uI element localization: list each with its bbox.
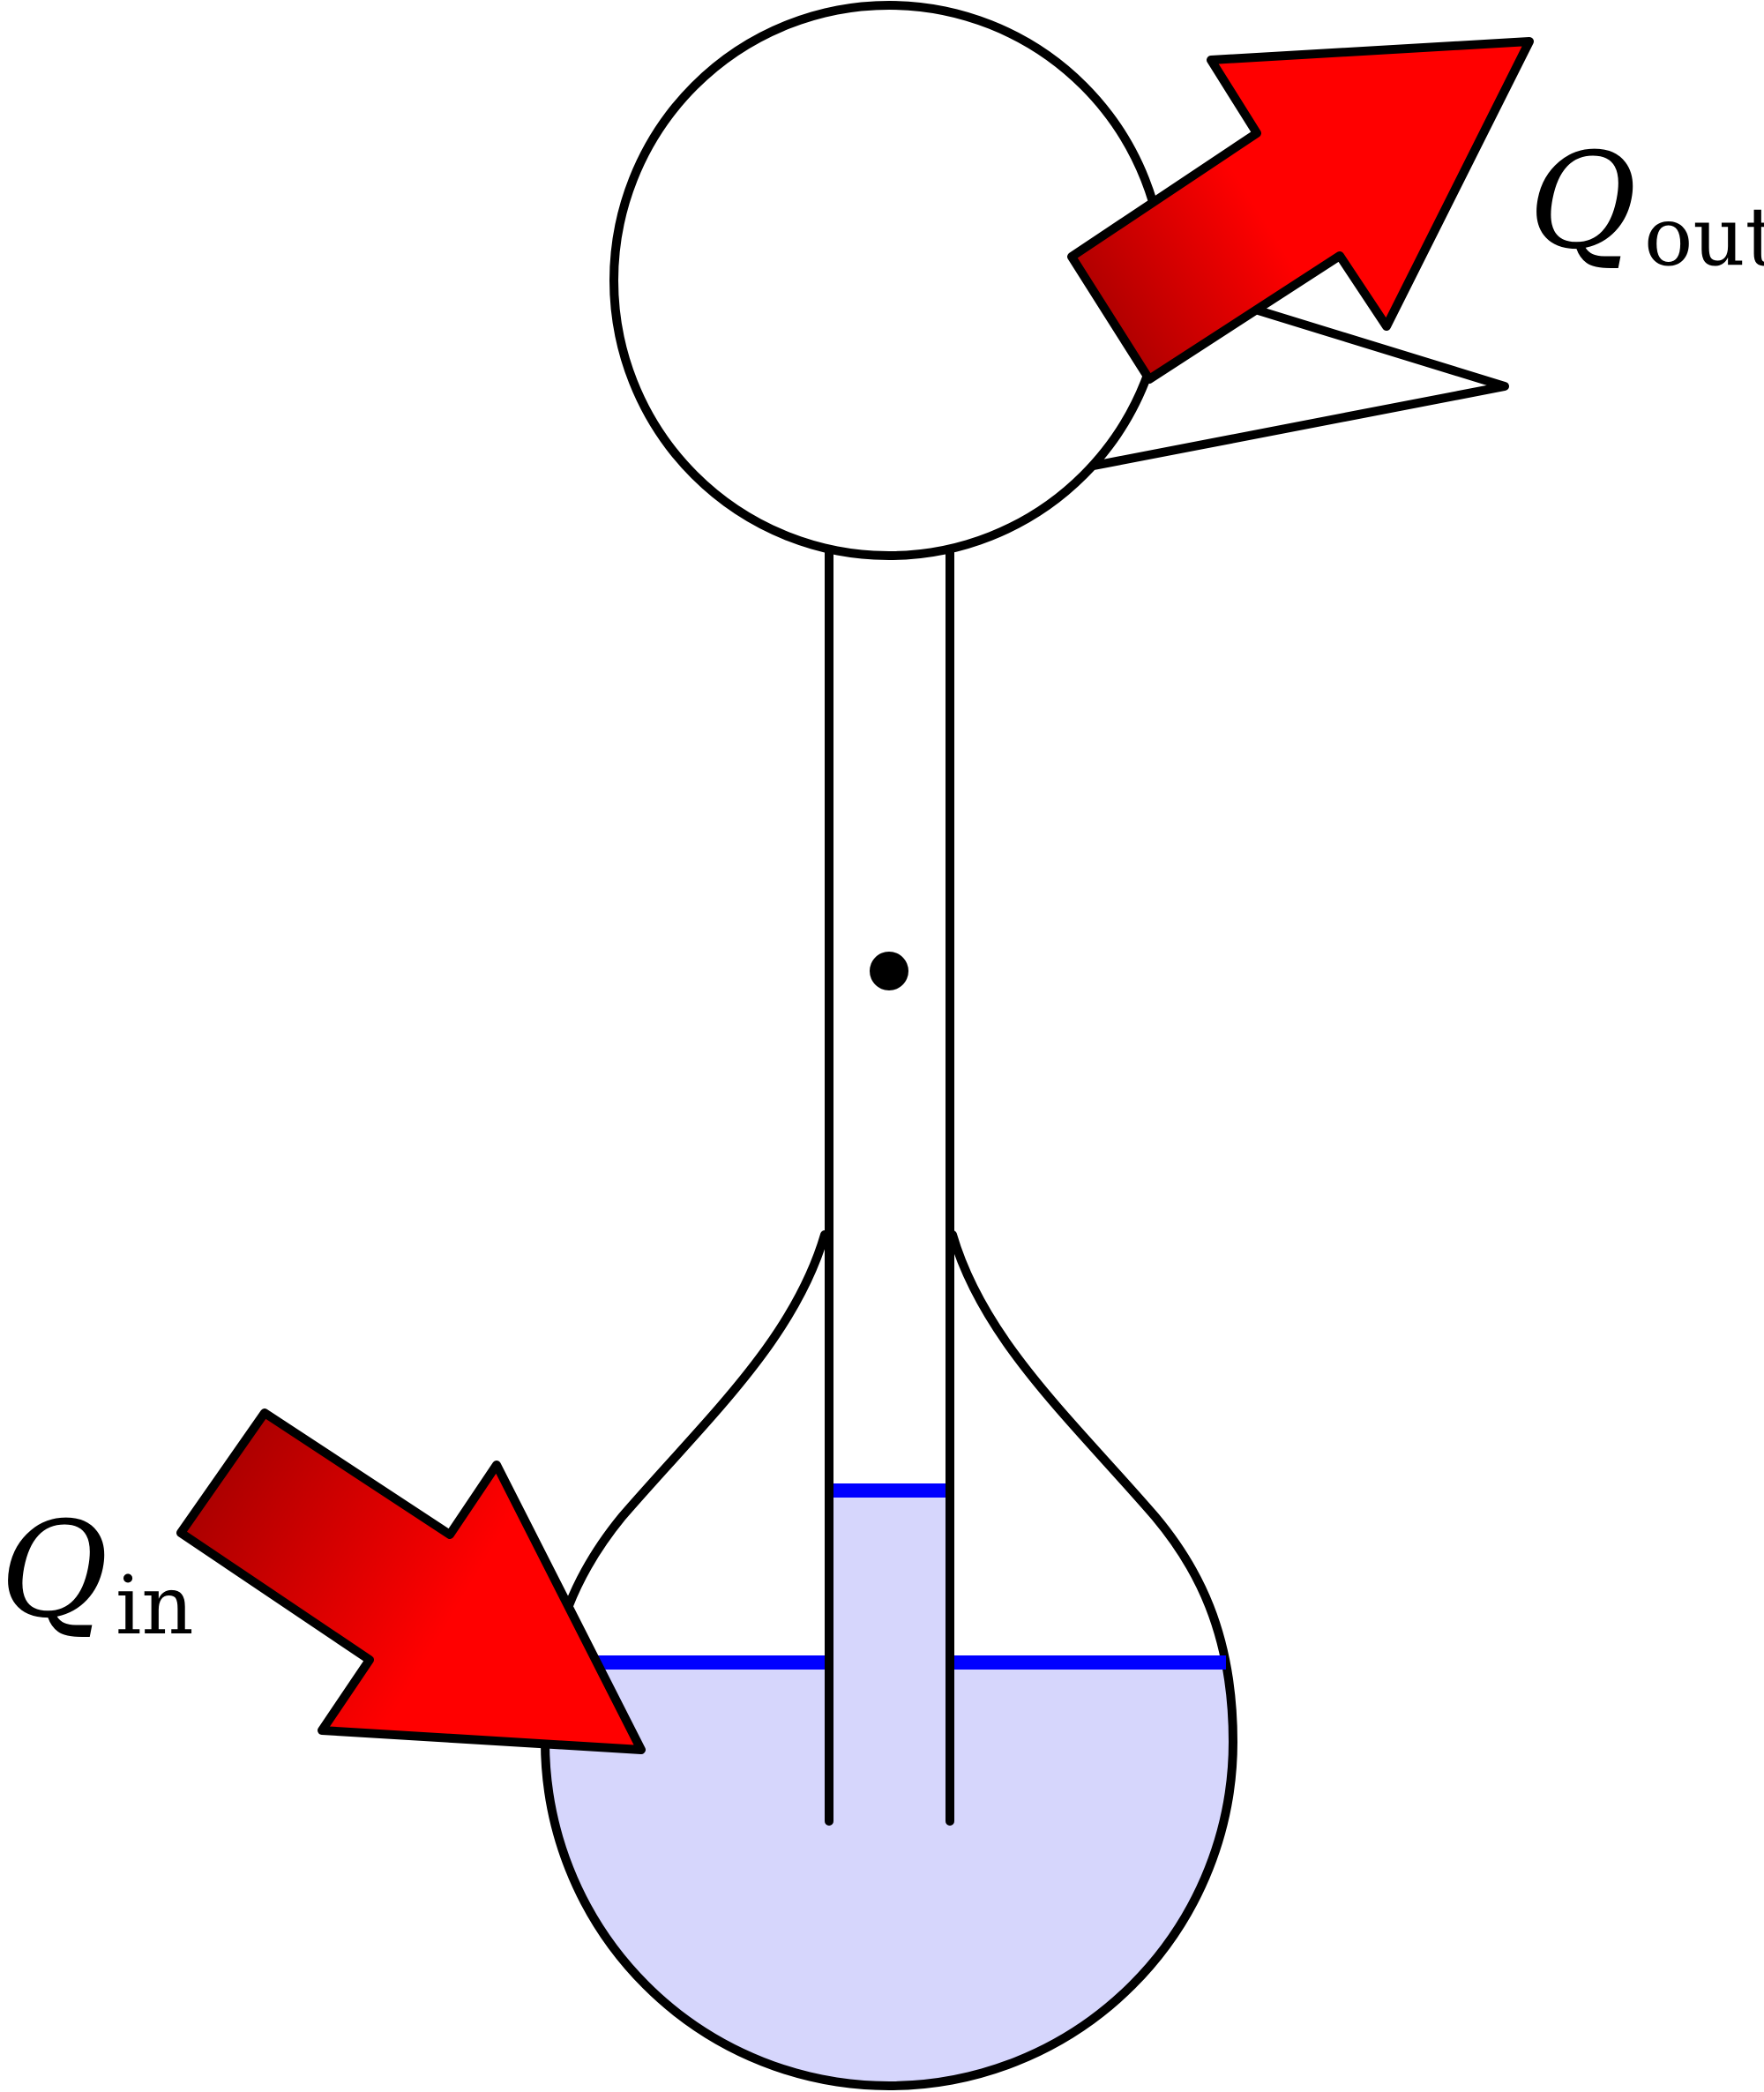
heat-in-arrow — [176, 1408, 646, 1754]
heat-out-arrow — [1067, 37, 1534, 384]
heat-out-label: Qout — [1529, 125, 1764, 284]
tube-liquid — [829, 1491, 949, 1820]
heat-in-subscript: in — [116, 1558, 194, 1653]
heat-out-subscript: out — [1644, 190, 1764, 284]
heat-out-symbol: Q — [1529, 125, 1637, 279]
beak — [1089, 304, 1509, 470]
bottom-bulb-outline — [540, 1230, 1238, 2090]
pivot-point — [870, 952, 908, 990]
heat-in-label: Qin — [0, 1494, 194, 1653]
heat-in-symbol: Q — [0, 1494, 108, 1647]
